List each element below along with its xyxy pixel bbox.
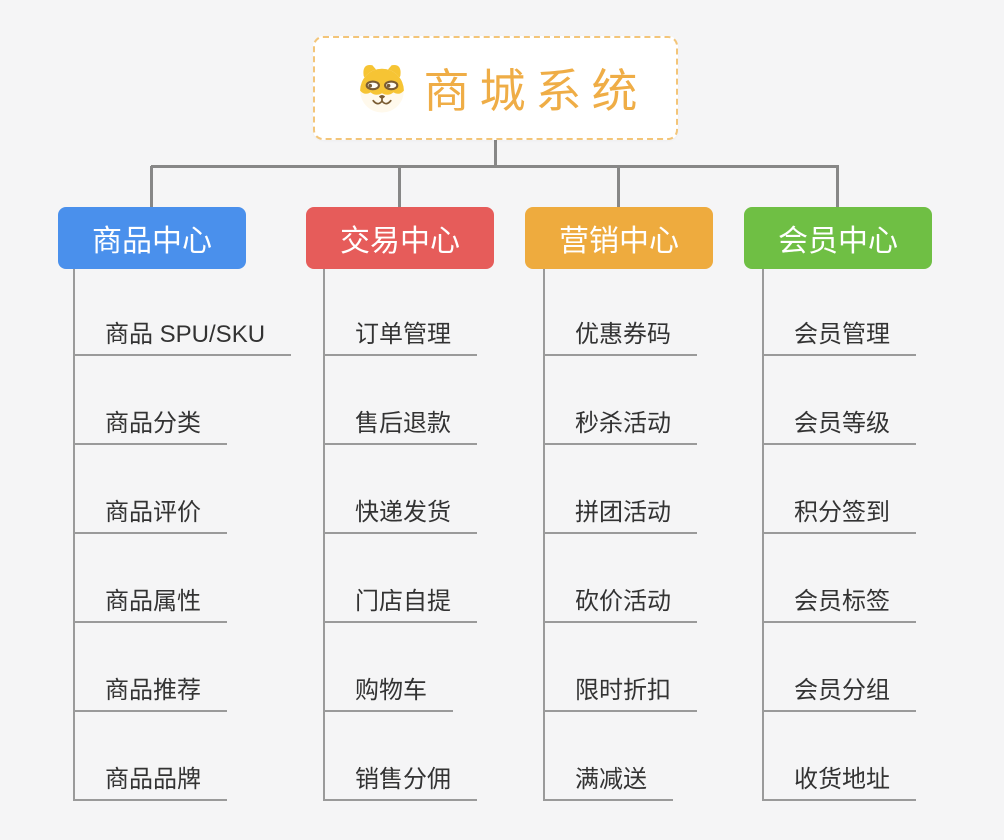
- connector-child-line: [543, 269, 545, 801]
- connector-child-line: [73, 269, 75, 801]
- connector-branch-stub: [836, 166, 839, 208]
- child-node[interactable]: 商品 SPU/SKU: [73, 320, 292, 356]
- branch-node-trade[interactable]: 交易中心: [306, 207, 494, 269]
- child-node[interactable]: 优惠券码: [543, 320, 697, 356]
- connector-branch-stub: [150, 166, 153, 208]
- child-node[interactable]: 售后退款: [323, 409, 477, 445]
- child-node[interactable]: 商品评价: [73, 498, 227, 534]
- branch-node-members[interactable]: 会员中心: [744, 207, 932, 269]
- dog-face-icon: [359, 65, 404, 113]
- child-node[interactable]: 会员管理: [762, 320, 916, 356]
- child-node[interactable]: 商品推荐: [73, 676, 227, 712]
- connector-branch-stub: [398, 166, 401, 208]
- connector-branch-stub: [617, 166, 620, 208]
- child-node[interactable]: 商品分类: [73, 409, 227, 445]
- child-node[interactable]: 会员分组: [762, 676, 916, 712]
- branch-node-products[interactable]: 商品中心: [58, 207, 246, 269]
- child-node[interactable]: 会员等级: [762, 409, 916, 445]
- child-node[interactable]: 商品品牌: [73, 765, 227, 801]
- child-node[interactable]: 购物车: [323, 676, 453, 712]
- child-node[interactable]: 满减送: [543, 765, 673, 801]
- child-node[interactable]: 快递发货: [323, 498, 477, 534]
- child-node[interactable]: 收货地址: [762, 765, 916, 801]
- root-title: 商城系统: [423, 65, 648, 117]
- child-node[interactable]: 会员标签: [762, 587, 916, 623]
- connector-trunk: [151, 165, 839, 168]
- child-node[interactable]: 销售分佣: [323, 765, 477, 801]
- child-node[interactable]: 拼团活动: [543, 498, 697, 534]
- child-node[interactable]: 砍价活动: [543, 587, 697, 623]
- child-node[interactable]: 商品属性: [73, 587, 227, 623]
- connector-child-line: [762, 269, 764, 801]
- child-node[interactable]: 门店自提: [323, 587, 477, 623]
- connector-child-line: [323, 269, 325, 801]
- root-node[interactable]: 商城系统: [313, 36, 678, 140]
- child-node[interactable]: 限时折扣: [543, 676, 697, 712]
- branch-node-marketing[interactable]: 营销中心: [525, 207, 713, 269]
- child-node[interactable]: 秒杀活动: [543, 409, 697, 445]
- connector-root-stub: [494, 140, 497, 166]
- child-node[interactable]: 积分签到: [762, 498, 916, 534]
- child-node[interactable]: 订单管理: [323, 320, 477, 356]
